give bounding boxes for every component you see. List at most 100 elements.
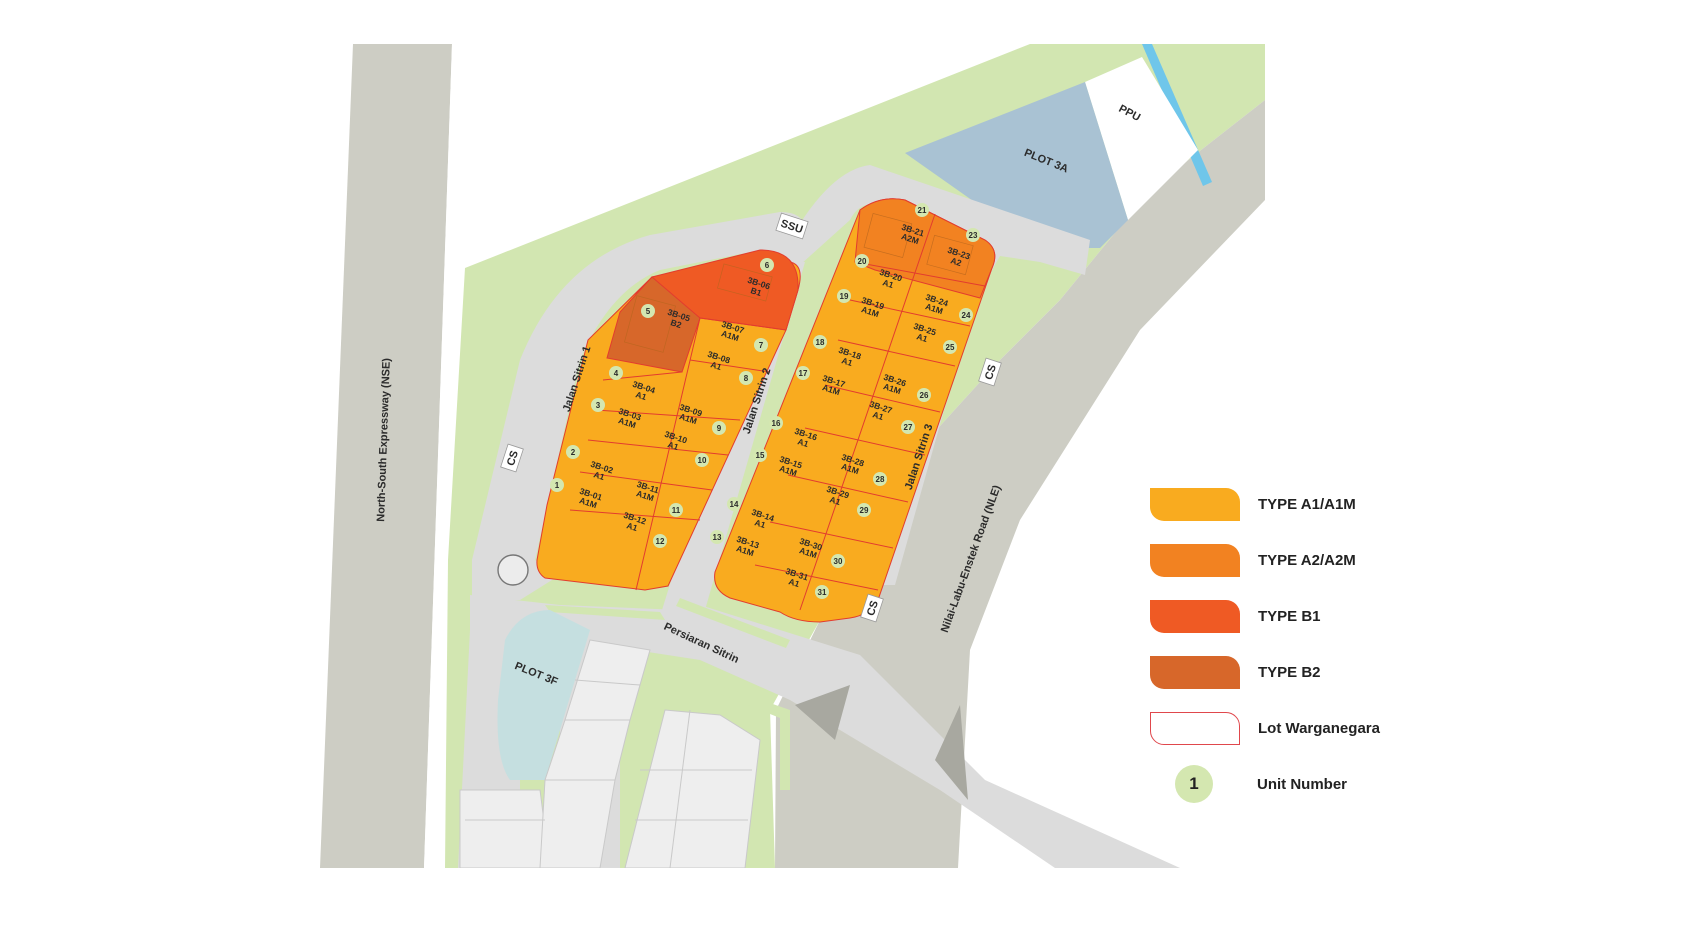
unit-16[interactable]: 16 3B-16A1 bbox=[769, 416, 819, 451]
unit-number-text: 25 bbox=[946, 343, 955, 352]
unit-number-text: 5 bbox=[646, 307, 651, 316]
unit-12[interactable]: 12 3B-12A1 bbox=[620, 510, 667, 548]
interchange-left bbox=[795, 685, 850, 740]
unit-number-marker bbox=[609, 366, 623, 380]
plot-3a bbox=[905, 82, 1128, 248]
unit-number-text: 13 bbox=[713, 533, 722, 542]
unit-25[interactable]: 25 3B-25A1 bbox=[910, 321, 957, 354]
legend-item-unit-number: 1 Unit Number bbox=[1150, 756, 1450, 812]
block-1-lines bbox=[569, 317, 787, 591]
legend-label-unit-number: Unit Number bbox=[1257, 775, 1347, 793]
unit-number-text: 12 bbox=[656, 537, 665, 546]
unit-number-text: 30 bbox=[834, 557, 843, 566]
unit-number-marker bbox=[710, 530, 724, 544]
unit-code-label: 3B-18A1 bbox=[835, 345, 863, 370]
unit-number-marker bbox=[837, 289, 851, 303]
unit-number-text: 16 bbox=[772, 419, 781, 428]
plot-3f bbox=[497, 610, 590, 780]
unit-18[interactable]: 18 3B-18A1 bbox=[813, 335, 863, 370]
legend-swatch-a2 bbox=[1150, 543, 1240, 577]
legend-swatch-warganegara bbox=[1150, 711, 1240, 745]
unit-number-text: 6 bbox=[765, 261, 770, 270]
interchange-right bbox=[935, 705, 968, 800]
unit-number-text: 4 bbox=[614, 369, 619, 378]
legend-swatch-a1 bbox=[1150, 487, 1240, 521]
cs-label-1: CS bbox=[505, 449, 521, 467]
unit-number-marker bbox=[813, 335, 827, 349]
unit-code-label: 3B-31A1 bbox=[782, 566, 810, 591]
unit-23[interactable]: 23 3B-23A2 bbox=[944, 228, 980, 270]
unit-6[interactable]: 63B-06B1 bbox=[744, 258, 774, 300]
unit-number-marker bbox=[695, 453, 709, 467]
unit-number-text: 8 bbox=[744, 374, 749, 383]
future-blocks bbox=[459, 639, 761, 868]
block-2-lines bbox=[754, 213, 986, 611]
unit-number-marker bbox=[901, 420, 915, 434]
unit-number-marker bbox=[966, 228, 980, 242]
unit-number-marker bbox=[641, 304, 655, 318]
unit-code-label: 3B-12A1 bbox=[620, 510, 648, 535]
unit-number-marker bbox=[727, 497, 741, 511]
unit-code-label: 3B-16A1 bbox=[791, 426, 819, 451]
unit-number-marker bbox=[550, 478, 564, 492]
unit-31[interactable]: 31 3B-31A1 bbox=[782, 566, 829, 599]
unit-number-marker bbox=[943, 340, 957, 354]
unit-number-marker bbox=[760, 258, 774, 272]
unit-number-marker bbox=[591, 398, 605, 412]
legend-label-warganegara: Lot Warganegara bbox=[1258, 719, 1380, 737]
unit-number-marker bbox=[855, 254, 869, 268]
unit-number-text: 20 bbox=[858, 257, 867, 266]
unit-code-label: 3B-10A1 bbox=[661, 429, 689, 454]
unit-number-marker bbox=[753, 448, 767, 462]
unit-number-marker bbox=[873, 472, 887, 486]
unit-code-label: 3B-14A1 bbox=[748, 507, 776, 532]
legend-unit-dot: 1 bbox=[1175, 765, 1213, 803]
green-strip-3 bbox=[690, 675, 790, 790]
unit-number-text: 14 bbox=[730, 500, 739, 509]
green-strip-2 bbox=[676, 598, 790, 648]
unit-number-marker bbox=[915, 203, 929, 217]
block-1-b2 bbox=[606, 276, 701, 373]
unit-2[interactable]: 23B-02A1 bbox=[566, 445, 615, 484]
unit-4[interactable]: 43B-04A1 bbox=[609, 366, 657, 404]
unit-number-marker bbox=[712, 421, 726, 435]
legend-item-b1: TYPE B1 bbox=[1150, 588, 1450, 644]
unit-number-marker bbox=[739, 371, 753, 385]
unit-number-text: 27 bbox=[904, 423, 913, 432]
unit-1[interactable]: 13B-01A1M bbox=[550, 478, 604, 511]
unit-code-label: 3B-23A2 bbox=[944, 245, 972, 270]
unit-number-marker bbox=[653, 534, 667, 548]
legend-item-a2: TYPE A2/A2M bbox=[1150, 532, 1450, 588]
unit-code-label: 3B-25A1 bbox=[910, 321, 938, 346]
unit-number-marker bbox=[831, 554, 845, 568]
unit-number-text: 21 bbox=[918, 206, 927, 215]
unit-number-text: 23 bbox=[969, 231, 978, 240]
legend-item-b2: TYPE B2 bbox=[1150, 644, 1450, 700]
cs-label-2: CS bbox=[983, 363, 999, 381]
unit-number-text: 9 bbox=[717, 424, 722, 433]
unit-10[interactable]: 10 3B-10A1 bbox=[661, 429, 709, 467]
unit-14[interactable]: 14 3B-14A1 bbox=[727, 497, 776, 532]
unit-number-text: 15 bbox=[756, 451, 765, 460]
unit-number-marker bbox=[769, 416, 783, 430]
nse-expressway bbox=[320, 44, 452, 868]
roundabout bbox=[497, 554, 529, 586]
unit-number-text: 31 bbox=[818, 588, 827, 597]
unit-number-marker bbox=[815, 585, 829, 599]
unit-number-text: 19 bbox=[840, 292, 849, 301]
unit-number-text: 10 bbox=[698, 456, 707, 465]
ppu-plot bbox=[1085, 57, 1198, 220]
unit-number-marker bbox=[566, 445, 580, 459]
unit-number-marker bbox=[857, 503, 871, 517]
unit-8[interactable]: 83B-08A1 bbox=[704, 349, 753, 385]
unit-number-text: 26 bbox=[920, 391, 929, 400]
unit-number-text: 18 bbox=[816, 338, 825, 347]
legend-item-a1: TYPE A1/A1M bbox=[1150, 476, 1450, 532]
legend-swatch-b2 bbox=[1150, 655, 1240, 689]
